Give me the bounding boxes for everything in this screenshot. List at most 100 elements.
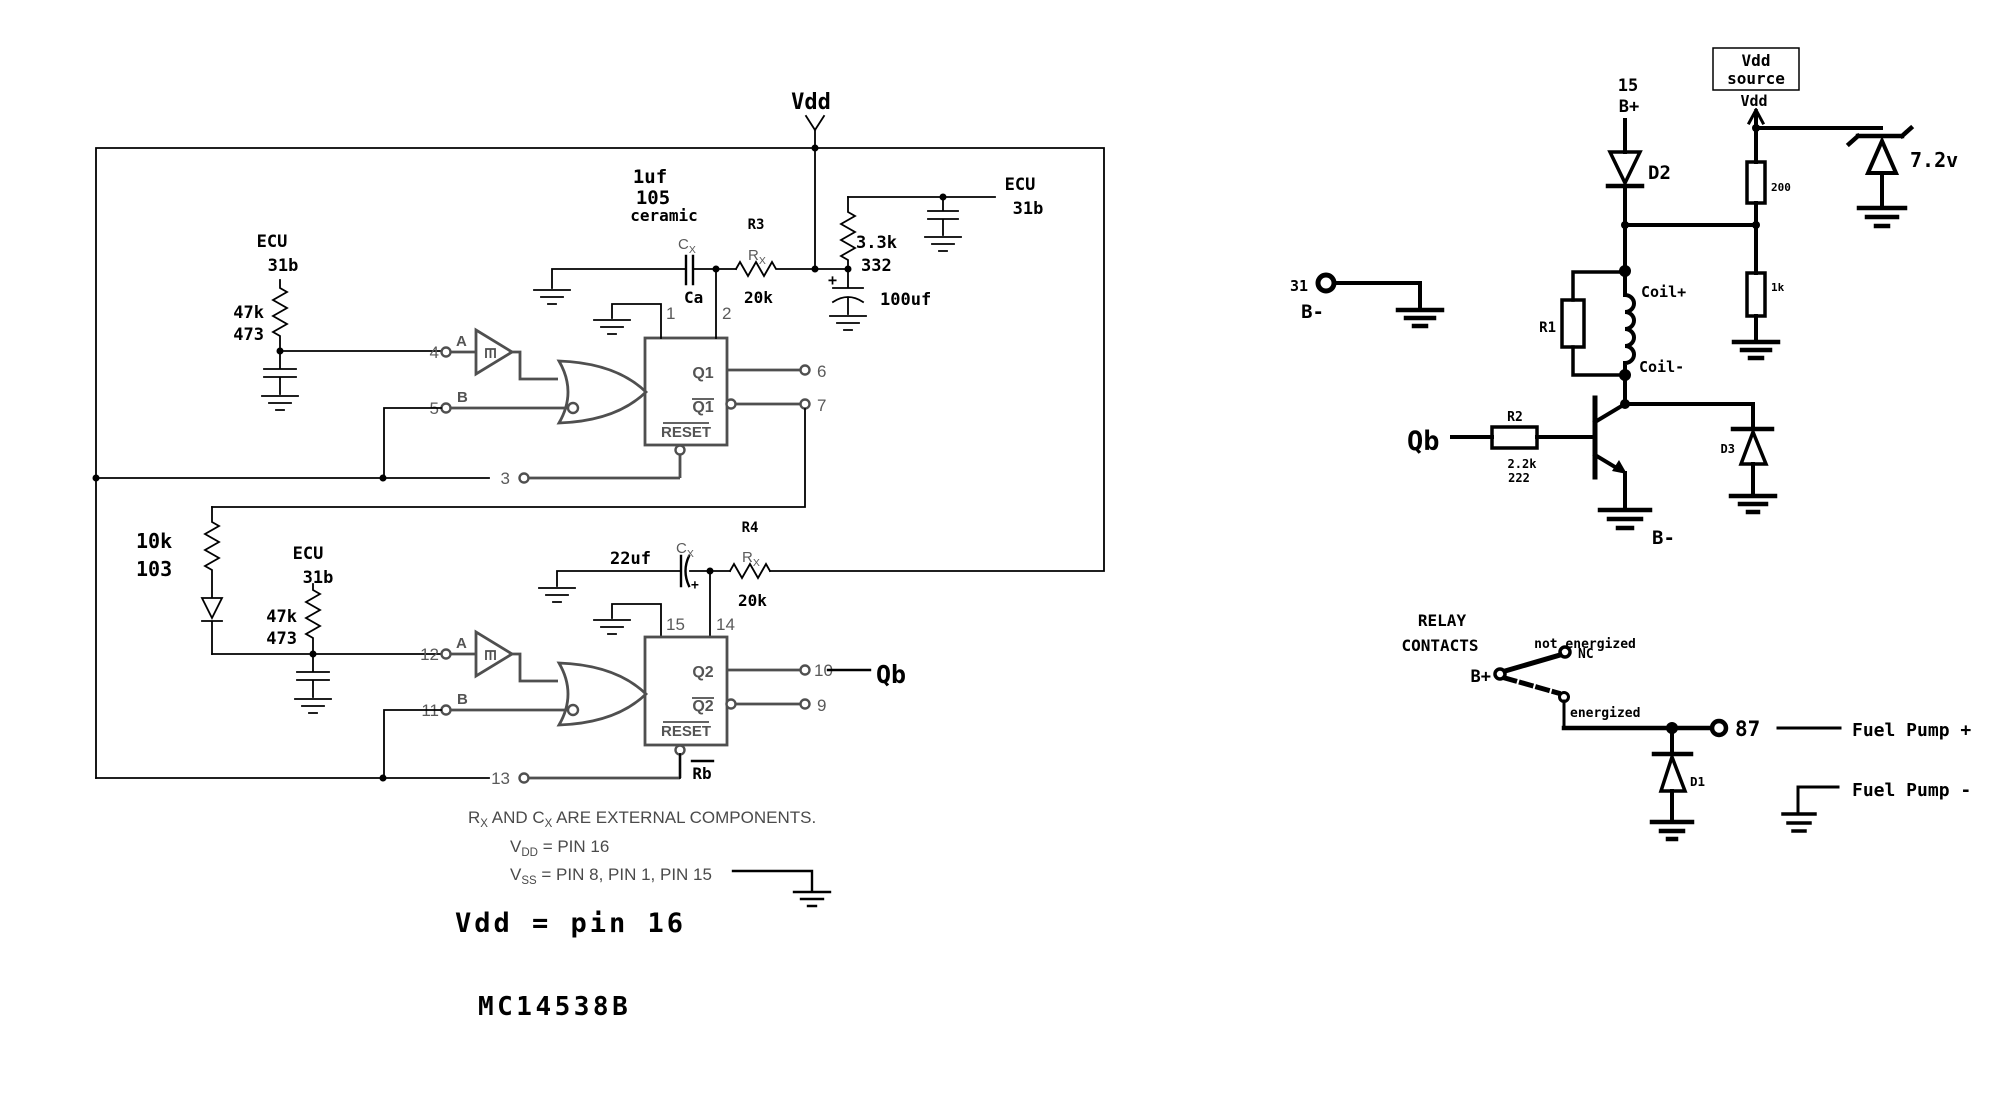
- resistor-47k-code-2: 473: [266, 629, 297, 649]
- resistor-47k-value-1: 47k: [233, 303, 264, 323]
- fuel-pump-minus-ground: [1781, 785, 1840, 833]
- cap1-value-label: 1uf: [633, 166, 667, 188]
- pin2-label: 2: [722, 304, 731, 323]
- energized-label: energized: [1570, 706, 1640, 721]
- relay-title-line1: RELAY: [1418, 611, 1467, 630]
- ic2-block-artwork: [643, 635, 811, 756]
- resistor-33k-code: 332: [861, 256, 892, 276]
- resistor-200: [1745, 160, 1767, 275]
- cap1-code-label: 105: [636, 187, 670, 209]
- vdd-source-box-line2: source: [1727, 69, 1785, 88]
- ecu-label-1: ECU: [257, 232, 288, 252]
- resistor-47k-value-2: 47k: [266, 607, 297, 627]
- ic2-gate-artwork: [440, 629, 649, 727]
- pin3-label: 3: [501, 469, 510, 488]
- resistor-1k-label: 1k: [1771, 281, 1785, 294]
- cap1-type-label: ceramic: [630, 206, 697, 225]
- ic1-block-artwork: [643, 336, 811, 447]
- vdd-source-box-line1: Vdd: [1742, 51, 1771, 70]
- resistor-10k-value: 10k: [136, 529, 172, 553]
- mc14538b-schematic: Vdd ECU 31b 47k 473 4 A 5 B: [92, 90, 1105, 1022]
- trigger-network-10k-diode: [200, 506, 442, 658]
- qb-input-label: Qb: [1407, 426, 1440, 457]
- r4-label: R4: [742, 520, 759, 536]
- resistor-1k: [1731, 271, 1781, 361]
- pullup-47k-section1: [261, 279, 442, 411]
- bplus-contact-label: B+: [1471, 667, 1491, 687]
- part-number-label: MC14538B: [478, 992, 631, 1022]
- datasheet-notes: RX AND CX ARE EXTERNAL COMPONENTS. VDD =…: [468, 808, 832, 908]
- pin12-label: 12: [420, 645, 439, 664]
- rx2-label: RX: [742, 549, 760, 569]
- q1-output-label: Q1: [692, 365, 713, 382]
- coil-minus-label: Coil-: [1639, 358, 1684, 376]
- nc-label: NC: [1578, 647, 1594, 662]
- pin4-label: 4: [430, 343, 439, 362]
- resistor-200-label: 200: [1771, 181, 1791, 194]
- d2-label: D2: [1648, 162, 1671, 184]
- note-vss-pins: VSS = PIN 8, PIN 1, PIN 15: [510, 865, 712, 887]
- resistor-10k-code: 103: [136, 557, 172, 581]
- pin15-ground-wire: [593, 603, 662, 638]
- zener-voltage-label: 7.2v: [1910, 148, 1958, 172]
- terminal-31-label: 31: [1290, 277, 1308, 295]
- r3-value-label: 20k: [744, 288, 773, 307]
- pin1-label: 1: [666, 304, 675, 323]
- ic1-gate-artwork: [440, 327, 649, 425]
- cap-22uf-label: 22uf: [610, 549, 651, 569]
- r2-label: R2: [1507, 410, 1523, 425]
- rb-label: Rb: [692, 764, 711, 783]
- cx1-label: CX: [678, 236, 696, 256]
- emitter-bminus-label: B-: [1652, 527, 1675, 549]
- vdd-arrow-label: Vdd: [1740, 92, 1767, 110]
- pin6-label: 6: [817, 362, 826, 381]
- vdd-rail-label: Vdd: [791, 90, 831, 115]
- pin11-tie-high-wire: [383, 709, 442, 779]
- q2-inverted-output-label: Q2: [692, 698, 713, 715]
- terminal-87-label: 87: [1735, 717, 1760, 741]
- relay-title-line2: CONTACTS: [1401, 636, 1478, 655]
- reset1-label: RESET: [661, 424, 711, 441]
- ca-label: Ca: [684, 288, 703, 307]
- cx2-label: CX: [676, 540, 694, 560]
- timing-cap-1uf: [533, 254, 737, 305]
- resistor-47k-code-1: 473: [233, 325, 264, 345]
- q1-inverted-output-label: Q1: [692, 399, 713, 416]
- note-external-components: RX AND CX ARE EXTERNAL COMPONENTS.: [468, 808, 816, 830]
- r3-label: R3: [748, 217, 765, 233]
- rx1-label: RX: [748, 247, 766, 267]
- diode-d1-branch: [1649, 726, 1695, 842]
- d1-label: D1: [1690, 774, 1705, 789]
- cascade-wire-pin7: [211, 408, 806, 508]
- r2-value-label: 2.2k: [1508, 457, 1538, 471]
- vdd-source-block: [1712, 47, 1883, 164]
- ecu-label-2: ECU: [1005, 175, 1036, 195]
- fuel-pump-plus-label: Fuel Pump +: [1852, 720, 1971, 741]
- input-a-label-1: A: [456, 333, 467, 350]
- pin7-label: 7: [817, 396, 826, 415]
- pin14-label: 14: [716, 615, 735, 634]
- cap-22uf-plus: +: [691, 578, 699, 593]
- coil-plus-label: Coil+: [1641, 283, 1686, 301]
- input-b-label-2: B: [457, 691, 468, 708]
- relay-contacts-schematic: RELAY CONTACTS not energized NC B+ energ…: [1401, 611, 1971, 842]
- zener-diode-7v2: [1845, 124, 1915, 229]
- q2-output-label: Q2: [692, 664, 713, 681]
- output-filter-33k-100uf: [829, 193, 996, 331]
- diode-d2-branch: [1605, 118, 1758, 273]
- wire-31b-label-3: 31b: [303, 568, 334, 588]
- pin10-label: 10: [814, 661, 833, 680]
- ground-ref-31: [1315, 272, 1445, 329]
- pin3-reset-wire: [95, 444, 686, 484]
- terminal-31-bminus-label: B-: [1301, 301, 1324, 323]
- input-b-label-1: B: [457, 389, 468, 406]
- vdd-rail-wires: [92, 114, 1105, 782]
- r1-label: R1: [1539, 320, 1556, 336]
- r4-value-label: 20k: [738, 591, 767, 610]
- npn-transistor: [1592, 395, 1653, 531]
- pin13-label: 13: [491, 769, 510, 788]
- cap-100uf-plus: +: [828, 271, 837, 289]
- pin9-label: 9: [817, 696, 826, 715]
- reset2-label: RESET: [661, 723, 711, 740]
